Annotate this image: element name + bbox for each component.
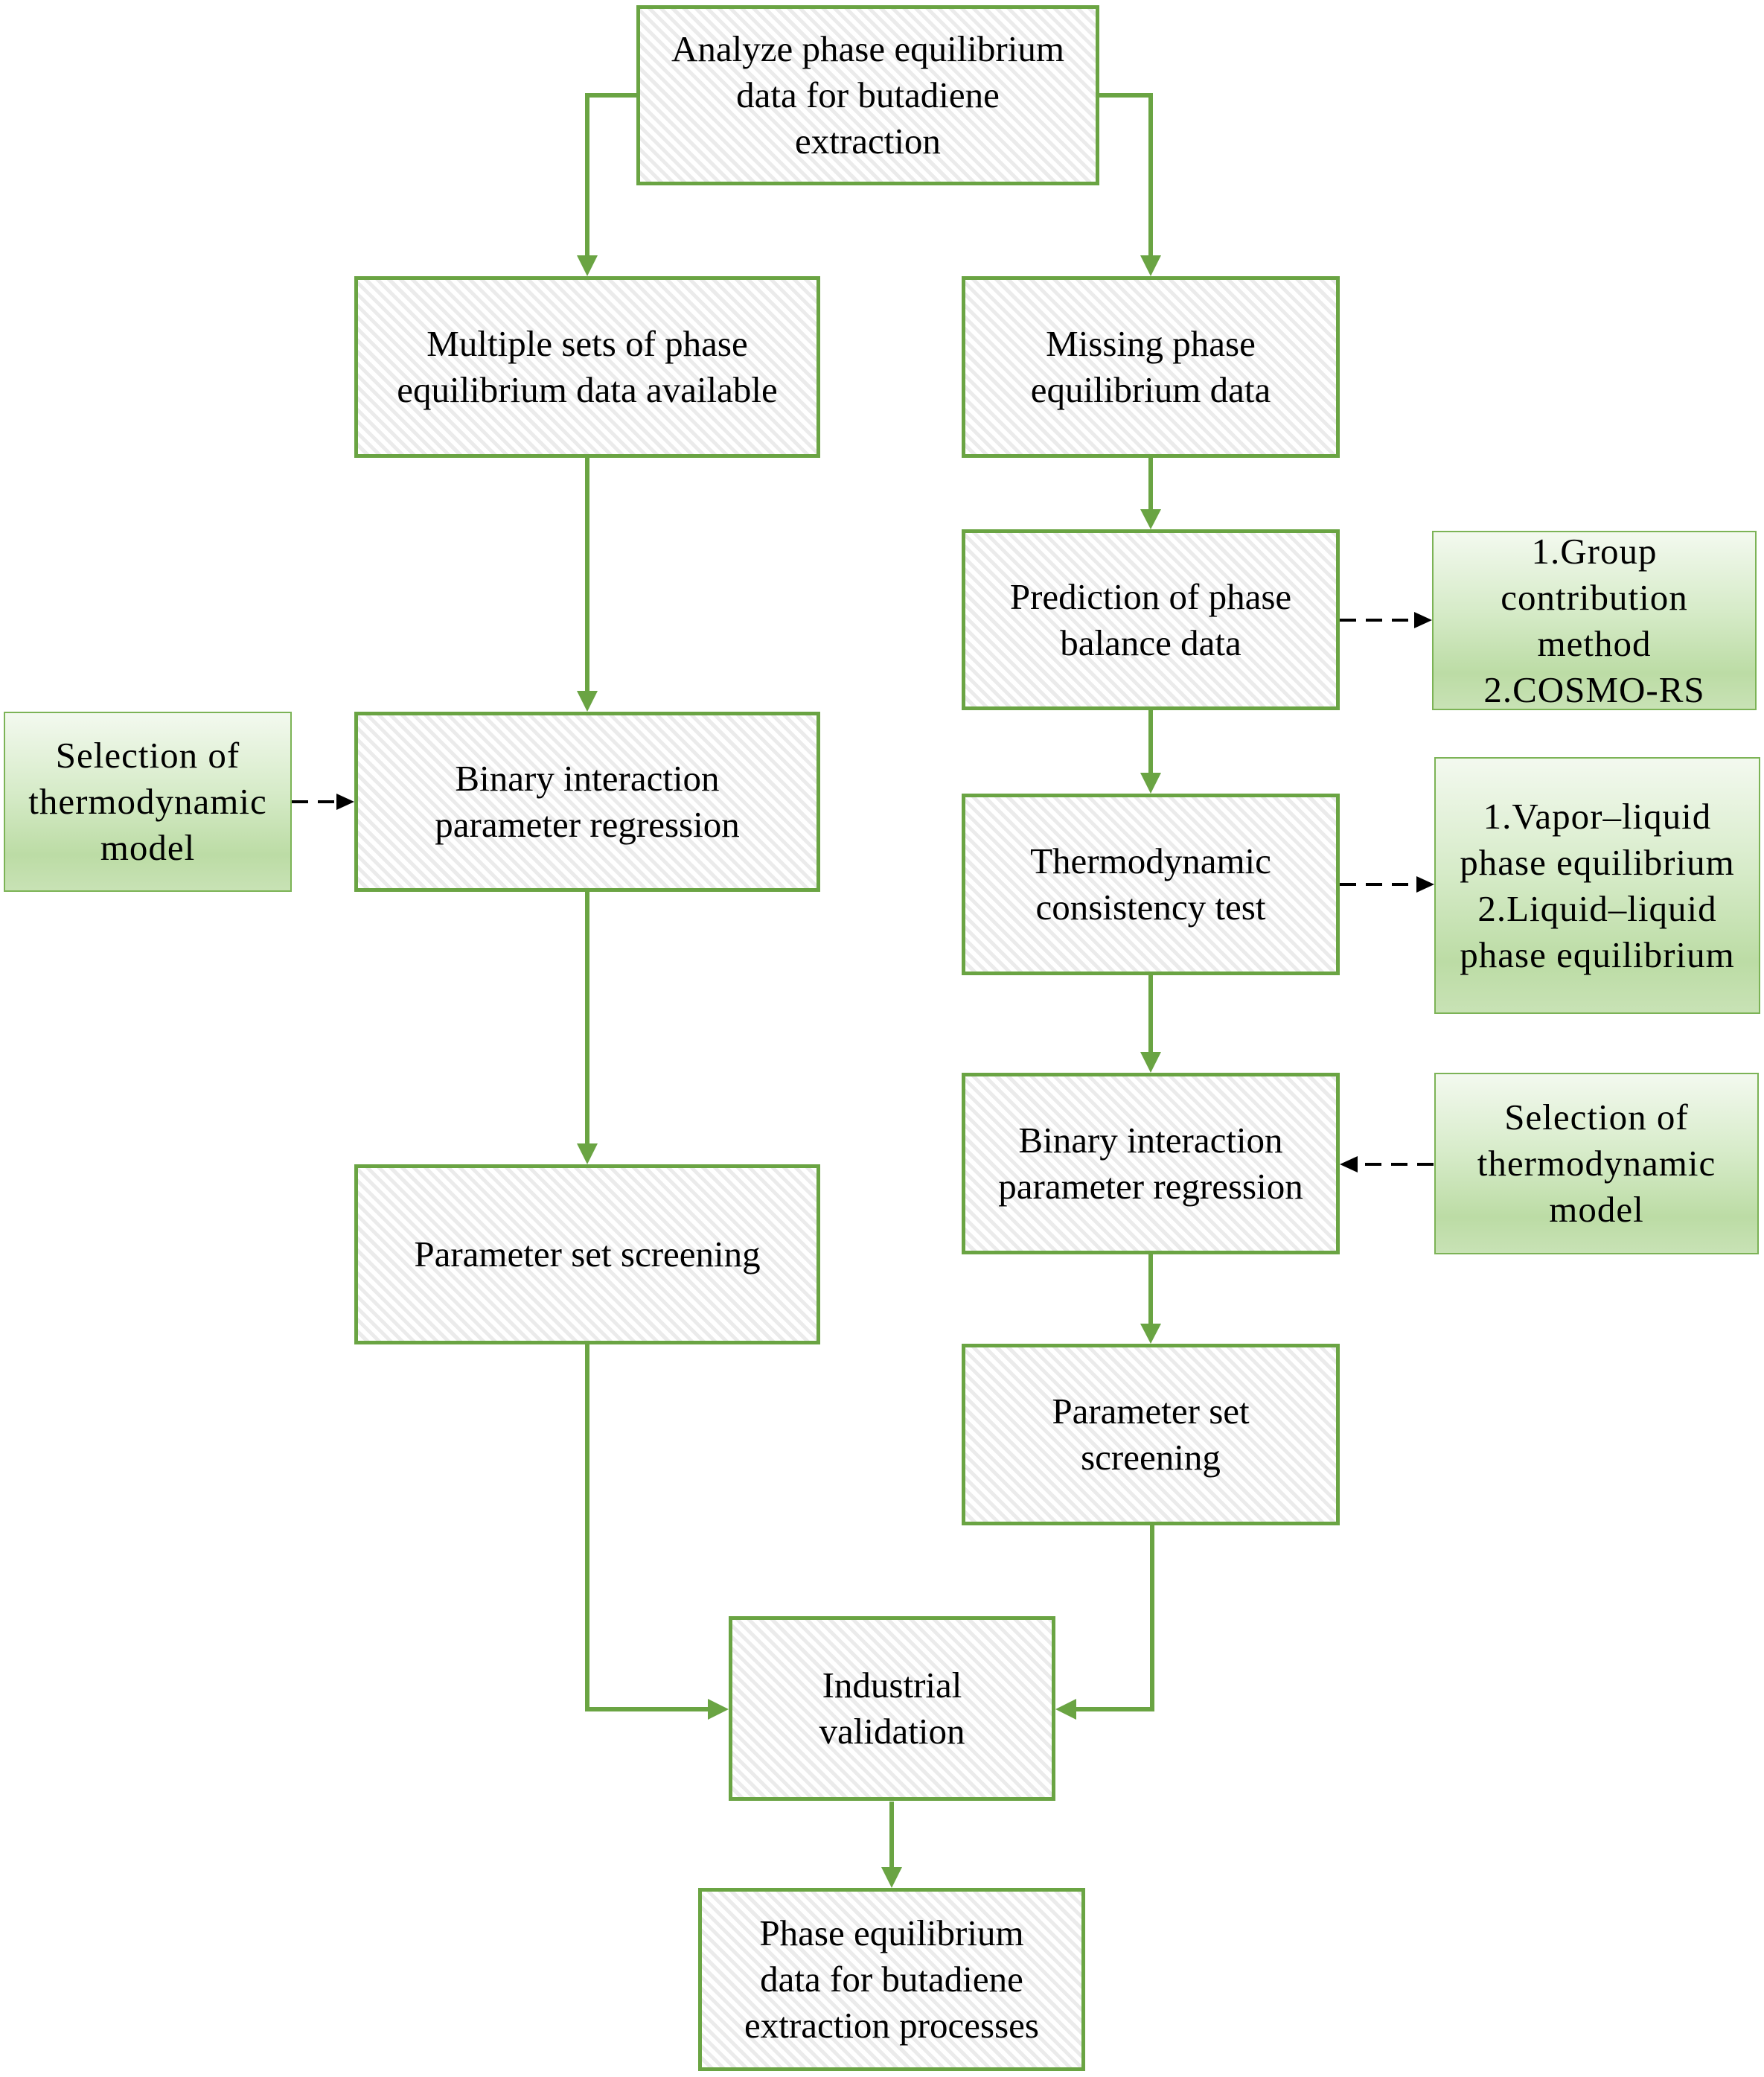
node-label: Selection of thermodynamic model — [28, 735, 267, 868]
node-missing-data: Missing phase equilibrium data — [962, 276, 1340, 458]
node-label: Prediction of phase balance data — [1009, 575, 1292, 663]
arrowhead-screening-right — [1140, 1324, 1161, 1344]
node-industrial-validation: Industrial validation — [729, 1616, 1055, 1801]
arrowhead-industrial-right — [1055, 1699, 1076, 1720]
node-analyze-phase-equilibrium: Analyze phase equilibrium data for butad… — [636, 5, 1099, 185]
node-label: Analyze phase equilibrium data for butad… — [671, 28, 1064, 162]
node-result: Phase equilibrium data for butadiene ext… — [698, 1888, 1085, 2071]
node-label: Missing phase equilibrium data — [1030, 323, 1271, 410]
node-consistency-test: Thermodynamic consistency test — [962, 794, 1340, 975]
dashed-arrowhead-eq-types — [1416, 876, 1434, 893]
arrowhead-screening-left — [577, 1143, 598, 1164]
node-model-selection-right: Selection of thermodynamic model — [1434, 1073, 1759, 1254]
node-equilibrium-types: 1.Vapor–liquid phase equilibrium 2.Liqui… — [1434, 757, 1760, 1014]
node-regression-right: Binary interaction parameter regression — [962, 1073, 1340, 1254]
node-model-selection-left: Selection of thermodynamic model — [4, 712, 292, 892]
edge-screening-right-to-industrial — [1075, 1525, 1154, 1711]
edge-start-to-multiple-sets — [585, 93, 638, 258]
arrowhead-regression-right — [1140, 1052, 1161, 1073]
node-screening-right: Parameter set screening — [962, 1344, 1340, 1525]
node-label: Binary interaction parameter regression — [998, 1120, 1303, 1207]
node-label: Selection of thermodynamic model — [1477, 1097, 1716, 1230]
node-label: Binary interaction parameter regression — [435, 758, 740, 845]
arrowhead-prediction — [1140, 509, 1161, 529]
node-label: 1.Group contribution method 2.COSMO-RS — [1483, 530, 1705, 710]
node-regression-left: Binary interaction parameter regression — [354, 712, 820, 892]
node-label: Phase equilibrium data for butadiene ext… — [744, 1912, 1039, 2046]
arrowhead-result — [881, 1867, 902, 1888]
node-prediction-methods: 1.Group contribution method 2.COSMO-RS — [1432, 531, 1757, 710]
node-label: Parameter set screening — [414, 1234, 761, 1274]
arrowhead-consistency — [1140, 773, 1161, 794]
node-prediction: Prediction of phase balance data — [962, 529, 1340, 710]
dashed-arrowhead-regression-left — [336, 794, 354, 810]
arrowhead-regression-left — [577, 691, 598, 712]
edge-screening-left-to-industrial — [585, 1344, 709, 1711]
arrowhead-multiple-sets — [577, 255, 598, 276]
arrowhead-industrial-left — [708, 1699, 729, 1720]
arrowhead-missing-data — [1140, 255, 1161, 276]
edge-start-to-missing-data — [1098, 93, 1153, 258]
node-label: Parameter set screening — [1052, 1391, 1250, 1478]
dashed-arrowhead-regression-right — [1340, 1156, 1358, 1172]
node-label: Industrial validation — [819, 1665, 965, 1752]
node-label: Thermodynamic consistency test — [1030, 840, 1271, 928]
node-label: 1.Vapor–liquid phase equilibrium 2.Liqui… — [1460, 795, 1735, 975]
node-multiple-sets-available: Multiple sets of phase equilibrium data … — [354, 276, 820, 458]
node-screening-left: Parameter set screening — [354, 1164, 820, 1344]
dashed-arrowhead-methods — [1414, 612, 1432, 628]
node-label: Multiple sets of phase equilibrium data … — [397, 323, 778, 410]
